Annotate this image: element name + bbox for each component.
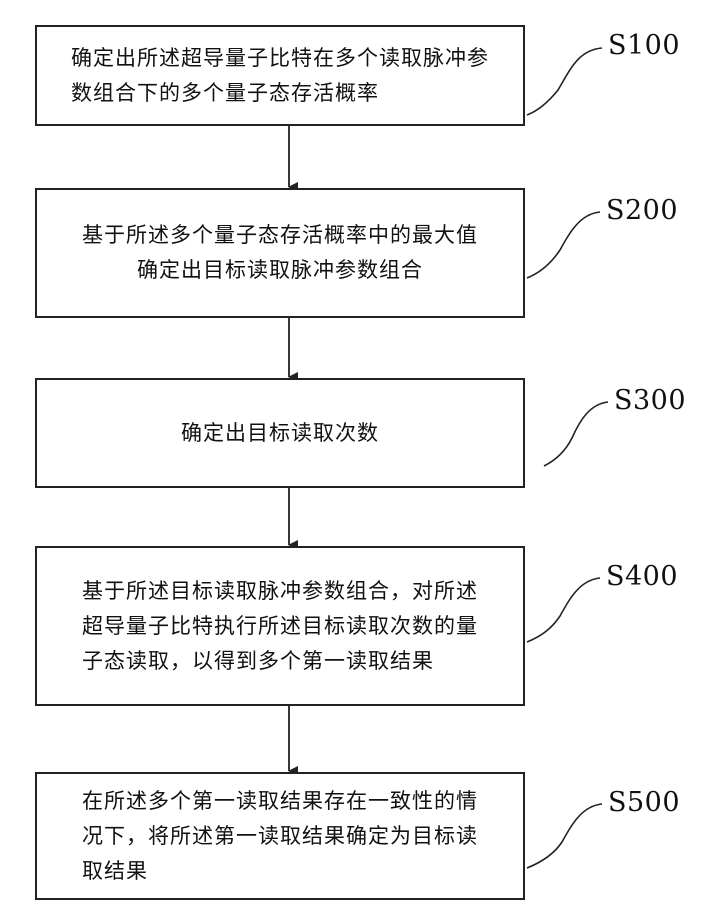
step-box-s400: 基于所述目标读取脉冲参数组合，对所述 超导量子比特执行所述目标读取次数的量 子态… — [35, 546, 525, 706]
step-box-s200: 基于所述多个量子态存活概率中的最大值 确定出目标读取脉冲参数组合 — [35, 188, 525, 318]
step-text-s100: 确定出所述超导量子比特在多个读取脉冲参 数组合下的多个量子态存活概率 — [71, 41, 489, 111]
step-id-s400: S400 — [606, 561, 678, 592]
step-text-s300: 确定出目标读取次数 — [181, 416, 379, 451]
step-box-s100: 确定出所述超导量子比特在多个读取脉冲参 数组合下的多个量子态存活概率 — [35, 25, 525, 126]
leader-s200 — [527, 212, 600, 278]
step-box-s300: 确定出目标读取次数 — [35, 378, 525, 488]
leader-s300 — [544, 402, 608, 466]
step-id-s200: S200 — [606, 195, 678, 226]
step-id-s500: S500 — [608, 787, 680, 818]
step-id-s100: S100 — [608, 30, 680, 61]
step-text-s200: 基于所述多个量子态存活概率中的最大值 确定出目标读取脉冲参数组合 — [82, 218, 478, 288]
step-text-s500: 在所述多个第一读取结果存在一致性的情 况下，将所述第一读取结果确定为目标读 取结… — [82, 784, 478, 889]
step-box-s500: 在所述多个第一读取结果存在一致性的情 况下，将所述第一读取结果确定为目标读 取结… — [35, 772, 525, 900]
step-id-s300: S300 — [614, 385, 686, 416]
step-text-s400: 基于所述目标读取脉冲参数组合，对所述 超导量子比特执行所述目标读取次数的量 子态… — [82, 574, 478, 679]
leader-s500 — [527, 804, 602, 868]
leader-s400 — [527, 578, 600, 642]
leader-s100 — [527, 48, 602, 115]
